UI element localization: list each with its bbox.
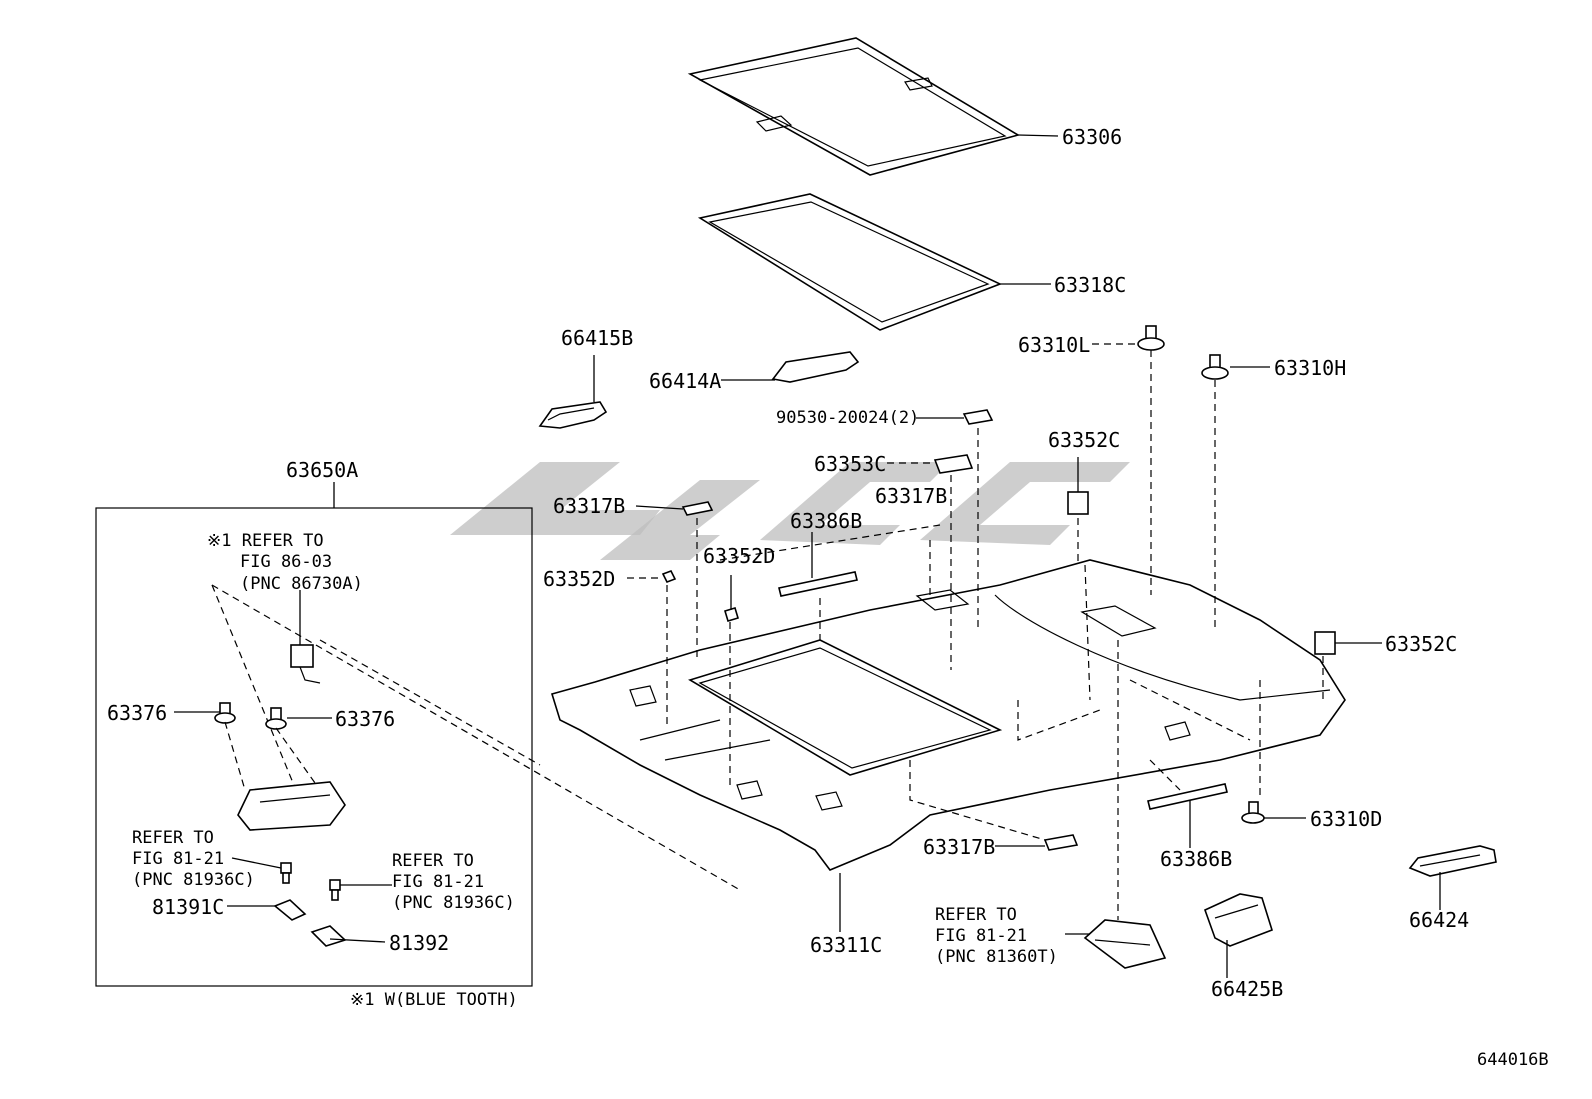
svg-text:FIG 81-21: FIG 81-21	[935, 926, 1027, 946]
svg-text:REFER TO: REFER TO	[132, 828, 214, 848]
svg-text:REFER TO: REFER TO	[392, 851, 474, 871]
part-63376-clip-b	[265, 707, 287, 730]
part-63310L-clip	[1137, 325, 1165, 351]
label-63650A: 63650A	[286, 458, 358, 482]
part-63317B-tape-a	[681, 501, 714, 516]
label-66425B: 66425B	[1211, 977, 1283, 1001]
reference-note-81-21-c: REFER TO FIG 81-21 (PNC 81360T)	[935, 905, 1058, 967]
figure-code: 644016B	[1477, 1050, 1549, 1070]
label-66424: 66424	[1409, 908, 1469, 932]
svg-text:(PNC 81936C): (PNC 81936C)	[392, 893, 515, 913]
part-63352C-pad-a	[1067, 491, 1089, 515]
label-63311C: 63311C	[810, 933, 882, 957]
part-63650A-console-box	[95, 507, 741, 987]
console-housing	[237, 781, 346, 831]
reference-note-81-21-b: REFER TO FIG 81-21 (PNC 81936C)	[392, 851, 515, 913]
part-63310D-clip	[1241, 801, 1265, 824]
part-63352C-pad-b	[1314, 631, 1336, 655]
label-63317B-b: 63317B	[875, 484, 947, 508]
label-81392: 81392	[389, 931, 449, 955]
part-63376-clip-a	[214, 702, 236, 724]
svg-text:※1 REFER TO: ※1 REFER TO	[207, 531, 324, 551]
svg-text:FIG 86-03: FIG 86-03	[240, 552, 332, 572]
label-81391C: 81391C	[152, 895, 224, 919]
label-63376-b: 63376	[335, 707, 395, 731]
label-63386B-a: 63386B	[790, 509, 862, 533]
label-63352C-a: 63352C	[1048, 428, 1120, 452]
part-66415B-bracket	[538, 401, 608, 429]
part-roof-lamp	[1083, 919, 1167, 969]
label-63352D-a: 63352D	[543, 567, 615, 591]
screw-b	[329, 879, 341, 901]
part-63352D-pad-a	[661, 569, 677, 584]
label-66415B: 66415B	[561, 326, 633, 350]
part-66424-handle	[1408, 845, 1497, 877]
label-63386B-b: 63386B	[1160, 847, 1232, 871]
svg-text:(PNC 81936C): (PNC 81936C)	[132, 870, 255, 890]
part-63317B-tape-c	[1043, 834, 1079, 851]
part-90530-pad	[962, 409, 994, 425]
label-63306: 63306	[1062, 125, 1122, 149]
label-63317B-c: 63317B	[923, 835, 995, 859]
reference-note-81-21-a: REFER TO FIG 81-21 (PNC 81936C)	[132, 828, 255, 890]
svg-text:(PNC 86730A): (PNC 86730A)	[240, 574, 363, 594]
screw-a	[280, 862, 292, 884]
label-63352C-b: 63352C	[1385, 632, 1457, 656]
bluetooth-module	[290, 644, 321, 684]
svg-text:REFER TO: REFER TO	[935, 905, 1017, 925]
label-63310D: 63310D	[1310, 807, 1382, 831]
part-63310H-clip	[1201, 354, 1229, 380]
label-63318C: 63318C	[1054, 273, 1126, 297]
label-63376-a: 63376	[107, 701, 167, 725]
part-66425B-cover	[1203, 893, 1273, 947]
label-63310L: 63310L	[1018, 333, 1090, 357]
part-63352D-pad-b	[724, 607, 739, 622]
svg-text:FIG 81-21: FIG 81-21	[132, 849, 224, 869]
part-63311C-headliner	[550, 559, 1346, 871]
part-63353C-pad	[933, 454, 974, 474]
part-63386B-strip-b	[1147, 783, 1228, 810]
label-63310H: 63310H	[1274, 356, 1346, 380]
label-90530-20024: 90530-20024(2)	[776, 408, 919, 428]
part-labels: 63306 63318C 66415B 66414A 63310L 63310H…	[107, 125, 1469, 1001]
label-63352D-b: 63352D	[703, 544, 775, 568]
svg-text:(PNC 81360T): (PNC 81360T)	[935, 947, 1058, 967]
part-66414A-bracket	[771, 351, 860, 383]
leader-lines	[174, 134, 1441, 978]
reference-note-86-03: ※1 REFER TO FIG 86-03 (PNC 86730A)	[207, 531, 363, 594]
part-81392-bracket	[310, 925, 347, 947]
footnote: ※1 W(BLUE TOOTH)	[350, 990, 518, 1010]
label-63317B-a: 63317B	[553, 494, 625, 518]
svg-text:FIG 81-21: FIG 81-21	[392, 872, 484, 892]
part-63318C-seal	[697, 193, 1003, 331]
label-63353C: 63353C	[814, 452, 886, 476]
part-63386B-strip-a	[778, 571, 858, 597]
watermark-logo	[450, 462, 1130, 560]
part-63306-sunshade	[687, 37, 1021, 176]
label-66414A: 66414A	[649, 369, 721, 393]
install-lines	[666, 350, 1324, 920]
part-81391C-bracket	[273, 899, 307, 921]
